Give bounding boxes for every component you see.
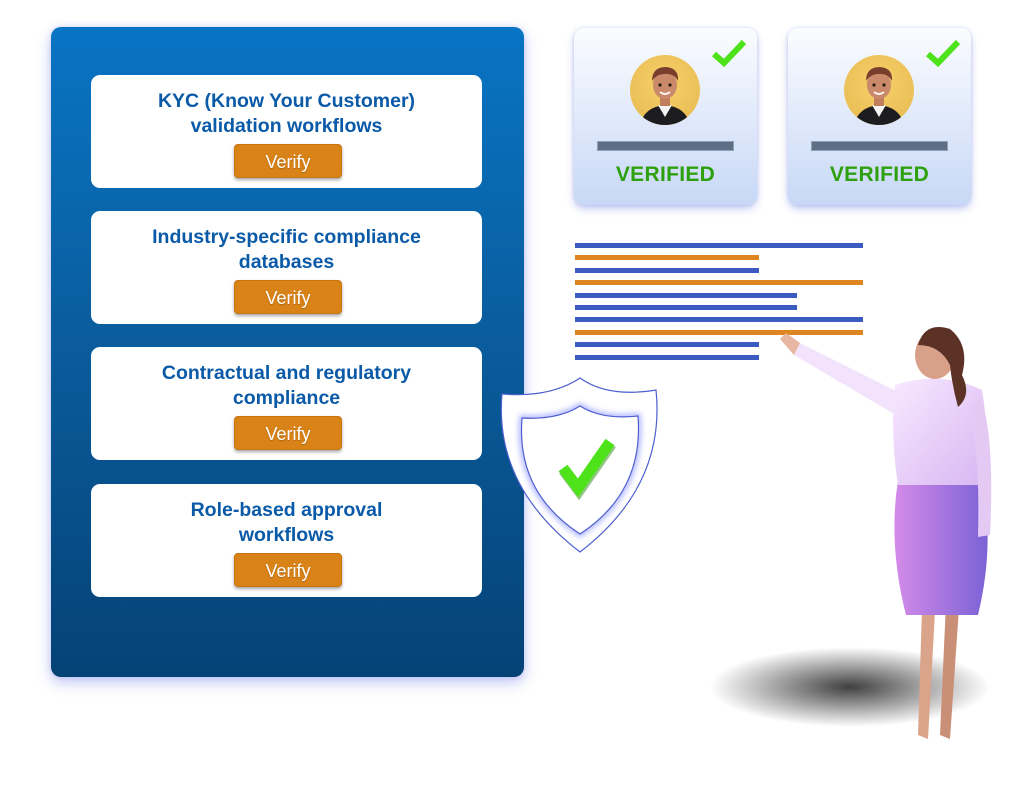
- card-title-line: compliance: [232, 387, 341, 409]
- card-title-line: databases: [238, 251, 335, 273]
- card-title-line: Industry-specific compliance: [152, 226, 421, 248]
- verify-button[interactable]: Verify: [234, 280, 342, 314]
- name-placeholder-bar: [597, 141, 734, 151]
- shield-check-icon: [500, 377, 658, 553]
- woman-pointing-illustration: [710, 327, 992, 739]
- verify-button[interactable]: Verify: [234, 553, 342, 587]
- check-icon: [925, 39, 961, 68]
- person-avatar-icon: [640, 67, 690, 125]
- document-line: [575, 329, 863, 335]
- card-contractual: Contractual and regulatory compliance Ve…: [91, 347, 482, 460]
- card-title: KYC (Know Your Customer) validation work…: [111, 89, 462, 139]
- verified-status: VERIFIED: [615, 163, 716, 186]
- verify-button[interactable]: Verify: [234, 144, 342, 178]
- document-line: [575, 280, 863, 286]
- document-line: [575, 305, 797, 310]
- card-title-line: Role-based approval: [190, 499, 383, 521]
- card-title-line: validation workflows: [190, 115, 383, 137]
- verified-status: VERIFIED: [829, 163, 930, 186]
- check-icon: [711, 39, 747, 68]
- document-line: [575, 342, 759, 348]
- document-line: [575, 243, 863, 248]
- card-role-based: Role-based approval workflows Verify: [91, 484, 482, 597]
- document-line: [575, 267, 759, 273]
- card-title: Role-based approval workflows: [111, 498, 462, 548]
- compliance-panel: KYC (Know Your Customer) validation work…: [51, 27, 524, 677]
- profile-card: VERIFIED: [574, 28, 757, 205]
- card-kyc: KYC (Know Your Customer) validation work…: [91, 75, 482, 188]
- card-title-line: KYC (Know Your Customer): [157, 90, 416, 112]
- card-title: Contractual and regulatory compliance: [111, 361, 462, 411]
- avatar: [630, 55, 700, 125]
- card-title: Industry-specific compliance databases: [111, 225, 462, 275]
- card-title-line: Contractual and regulatory: [161, 362, 412, 384]
- verify-button[interactable]: Verify: [234, 416, 342, 450]
- profile-card: VERIFIED: [788, 28, 971, 205]
- document-lines: [575, 243, 875, 363]
- card-industry: Industry-specific compliance databases V…: [91, 211, 482, 324]
- document-line: [575, 292, 797, 298]
- name-placeholder-bar: [811, 141, 948, 151]
- person-avatar-icon: [854, 67, 904, 125]
- document-line: [575, 317, 863, 323]
- card-title-line: workflows: [238, 524, 335, 546]
- document-line: [575, 255, 759, 261]
- document-line: [575, 354, 759, 360]
- avatar: [844, 55, 914, 125]
